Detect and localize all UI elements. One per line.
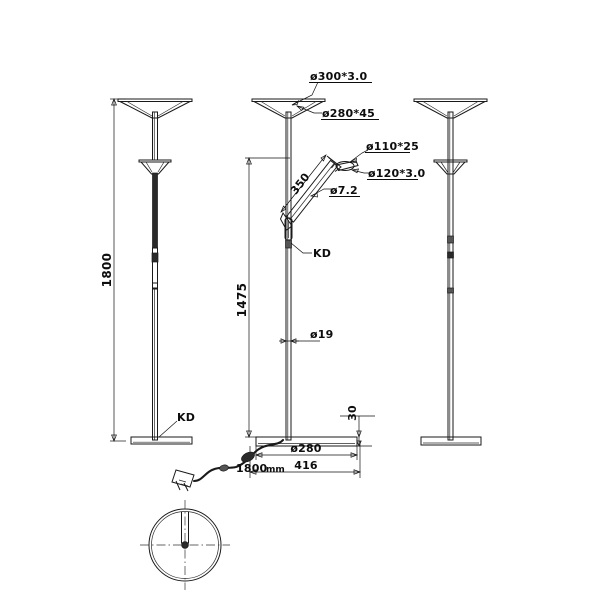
cord-length-unit: mm <box>266 465 285 475</box>
callout-head-120: ø120*3.0 <box>350 167 426 180</box>
right-elevation-view <box>414 99 487 445</box>
left-base-kd-callout: KD <box>158 411 195 438</box>
left-stem-upper <box>153 112 158 160</box>
right-base-plate <box>421 437 481 445</box>
cord-clip <box>219 464 229 472</box>
middle-stem <box>285 112 292 440</box>
middle-kd-label: KD <box>313 247 331 260</box>
base-thickness-dimension: 30 <box>340 405 375 447</box>
callout-shade-280: ø280*45 <box>295 105 379 120</box>
middle-elevation-view: ø300*3.0 ø280*45 ø110*25 ø120 <box>172 70 426 491</box>
stem-diameter-label: ø19 <box>310 328 333 341</box>
left-elevation-view: KD 1800 <box>100 98 195 444</box>
callout-arm-tube: ø7.2 <box>309 184 360 198</box>
column-height-dimension: 1475 <box>235 157 290 438</box>
arm-length-label: 350 <box>288 170 313 197</box>
middle-upper-shade <box>252 99 325 118</box>
left-upper-shade <box>118 99 192 118</box>
shade-300-label: ø300*3.0 <box>310 70 368 83</box>
power-cord: 1800 mm <box>172 438 285 491</box>
callout-head-110: ø110*25 <box>348 140 419 163</box>
left-kd-label: KD <box>177 411 195 424</box>
base-thickness-label: 30 <box>346 405 359 421</box>
right-reading-head <box>434 160 467 174</box>
left-height-dimension: 1800 <box>100 98 126 442</box>
column-height-label: 1475 <box>235 283 249 318</box>
head-120-label: ø120*3.0 <box>368 167 426 180</box>
shade-280-label: ø280*45 <box>322 107 375 120</box>
base-overall-dimension: 416 <box>248 441 362 478</box>
inline-switch <box>241 451 255 463</box>
base-diameter-dimension: ø280 <box>254 442 359 460</box>
cord-length-label: 1800 <box>236 462 268 475</box>
callout-shade-300: ø300*3.0 <box>291 70 372 106</box>
left-height-label: 1800 <box>100 253 114 288</box>
base-diameter-label: ø280 <box>290 442 321 455</box>
head-110-label: ø110*25 <box>366 140 419 153</box>
base-overall-label: 416 <box>294 459 318 472</box>
stem-diameter-dimension: ø19 <box>279 328 333 344</box>
right-stem <box>447 112 454 440</box>
arm-tube-label: ø7.2 <box>330 184 358 197</box>
left-base-plate <box>131 437 192 444</box>
middle-kd-callout: KD <box>290 242 331 260</box>
left-reading-head <box>139 160 171 174</box>
right-upper-shade <box>414 99 487 118</box>
left-stem-lower <box>151 172 159 440</box>
base-plan-view <box>140 500 230 590</box>
middle-reading-arm <box>281 156 359 240</box>
power-plug <box>172 470 194 491</box>
